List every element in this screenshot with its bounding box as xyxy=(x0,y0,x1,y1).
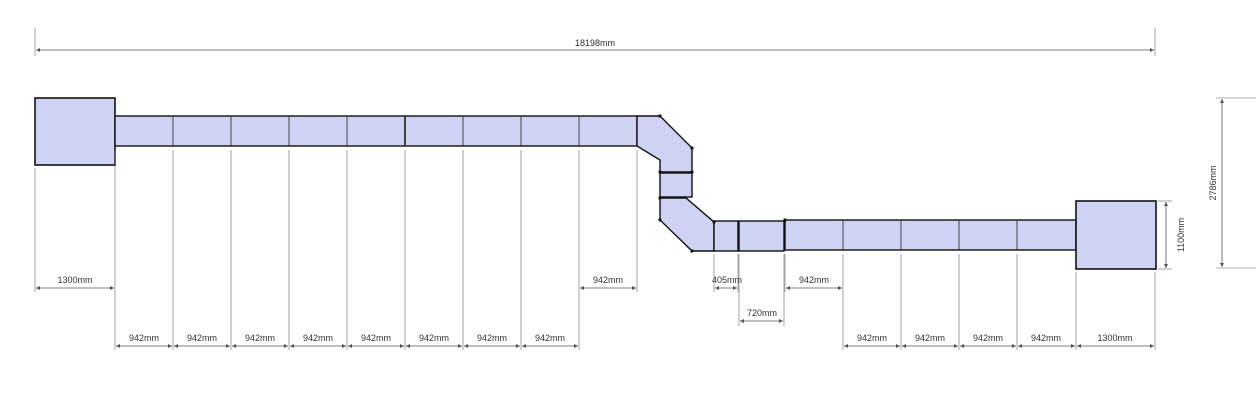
overall-length-label: 18198mm xyxy=(575,38,615,48)
segment-13-label: 942mm xyxy=(973,333,1003,343)
overall-height-label: 2786mm xyxy=(1208,165,1218,200)
upper-duct-run xyxy=(114,115,638,147)
segment-10-dimension: 942mm xyxy=(784,254,844,350)
segment-14-label: 942mm xyxy=(1031,333,1061,343)
segment-9-label: 942mm xyxy=(593,275,623,285)
left-unit-label: 1300mm xyxy=(57,275,92,285)
segment-2-label: 942mm xyxy=(187,333,217,343)
lower-duct-run xyxy=(784,219,1077,251)
left-unit xyxy=(34,97,116,166)
left-unit-dimension: 1300mm xyxy=(34,150,116,350)
small-segment xyxy=(713,220,739,252)
right-unit-label: 1300mm xyxy=(1097,333,1132,343)
segment-6-label: 942mm xyxy=(419,333,449,343)
lower-elbow xyxy=(659,197,715,252)
segment-10-label: 942mm xyxy=(799,275,829,285)
small-segment-label: 405mm xyxy=(712,275,742,285)
segment-8-label: 942mm xyxy=(535,333,565,343)
segment-3-label: 942mm xyxy=(245,333,275,343)
segment-1-label: 942mm xyxy=(129,333,159,343)
short-segment-label: 720mm xyxy=(747,308,777,318)
end-unit-height-label: 1100mm xyxy=(1176,218,1186,252)
upper-elbow xyxy=(636,115,693,173)
right-unit xyxy=(1075,200,1157,270)
bottom-segment-dimensions-left: 942mm 942mm 942mm 942mm 942mm 942mm 942m… xyxy=(116,150,580,350)
short-segment xyxy=(738,220,785,252)
segment-11-label: 942mm xyxy=(857,333,887,343)
segment-4-label: 942mm xyxy=(303,333,333,343)
segment-7-label: 942mm xyxy=(477,333,507,343)
segment-12-label: 942mm xyxy=(915,333,945,343)
vertical-connector xyxy=(659,172,693,198)
segment-5-label: 942mm xyxy=(361,333,391,343)
overall-length-dimension: 18198mm xyxy=(34,28,1156,56)
small-segment-dimension: 405mm xyxy=(712,254,742,292)
overall-height-dimension: 2786mm xyxy=(1208,97,1256,269)
short-segment-dimension: 720mm xyxy=(738,254,785,326)
segment-9-dimension: 942mm xyxy=(580,150,638,292)
bottom-segment-dimensions-right: 942mm 942mm 942mm 942mm 1300mm xyxy=(844,254,1156,350)
end-unit-height-dimension: 1100mm xyxy=(1158,200,1186,270)
joint-markers xyxy=(658,114,787,253)
